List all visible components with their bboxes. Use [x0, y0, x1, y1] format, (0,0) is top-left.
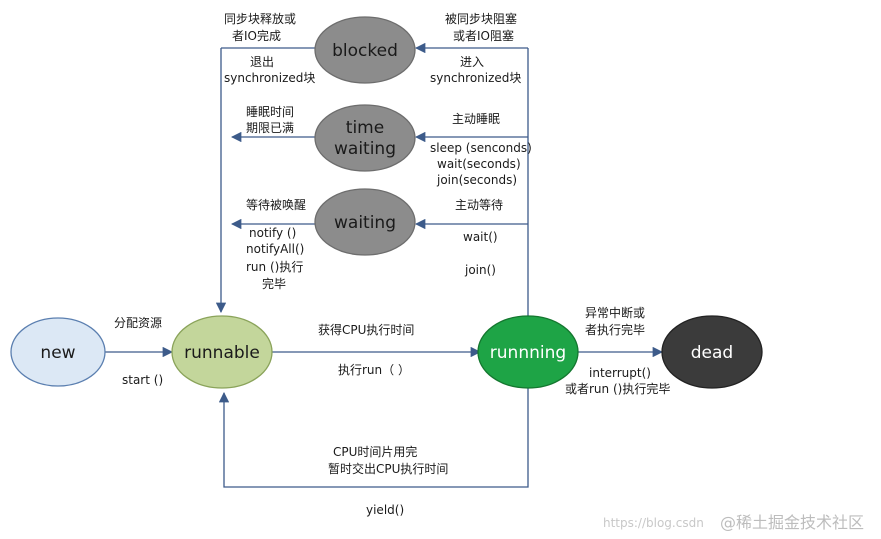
node-new: new: [10, 317, 106, 387]
label-sleep-expire-1: 睡眠时间: [246, 105, 294, 119]
edge-running-to-runnable-yield: [218, 388, 529, 488]
node-runnable-label: runnable: [184, 343, 260, 363]
label-join-plain: join(): [464, 263, 496, 277]
label-notify-all: notifyAll(): [246, 242, 304, 256]
label-active-sleep: 主动睡眠: [452, 112, 500, 126]
label-blocked-release-2: 者IO完成: [232, 28, 281, 43]
label-run-done-1: run ()执行: [246, 260, 303, 274]
label-sleep-fn: sleep (senconds): [430, 141, 532, 155]
label-alloc: 分配资源: [114, 316, 162, 330]
node-time-waiting: time waiting: [314, 104, 416, 172]
label-blocked-release-1: 同步块释放或: [224, 11, 296, 26]
node-running-label: runnning: [490, 343, 566, 363]
label-blocked-enter-1: 被同步块阻塞: [445, 11, 517, 26]
node-dead-label: dead: [691, 343, 733, 363]
label-enter-sync-1: 进入: [460, 55, 484, 69]
label-blocked-enter-2: 或者IO阻塞: [453, 28, 514, 43]
node-time-waiting-label-1: time: [346, 118, 384, 138]
label-exit-sync-1: 退出: [250, 55, 274, 69]
label-active-wait: 主动等待: [455, 198, 503, 212]
label-join-fn: join(seconds): [436, 173, 517, 187]
node-running: runnning: [477, 315, 579, 389]
label-interrupt-1: interrupt(): [589, 366, 651, 380]
node-time-waiting-label-2: waiting: [334, 139, 396, 159]
label-cpu-slice-2: 暂时交出CPU执行时间: [328, 461, 448, 476]
label-exec-run: 执行run（ ）: [338, 363, 410, 377]
node-runnable: runnable: [171, 315, 273, 389]
label-cpu-slice-1: CPU时间片用完: [333, 444, 417, 459]
node-dead: dead: [661, 315, 763, 389]
label-abnormal-1: 异常中断或: [585, 305, 645, 320]
label-notify: notify (): [249, 226, 296, 240]
label-interrupt-2: 或者run ()执行完毕: [565, 381, 670, 396]
label-yield: yield(): [366, 503, 404, 517]
label-get-cpu: 获得CPU执行时间: [318, 322, 414, 337]
label-start: start (): [122, 373, 163, 387]
label-wait-notified: 等待被唤醒: [246, 198, 306, 212]
watermark-brand: @稀土掘金技术社区: [720, 513, 864, 532]
label-wait-plain: wait(): [463, 230, 498, 244]
node-new-label: new: [40, 343, 75, 363]
node-waiting-label: waiting: [334, 213, 396, 233]
label-abnormal-2: 者执行完毕: [585, 322, 645, 337]
label-wait-fn: wait(seconds): [437, 157, 521, 171]
label-enter-sync-2: synchronized块: [430, 71, 521, 85]
label-exit-sync-2: synchronized块: [224, 71, 315, 85]
node-waiting: waiting: [314, 188, 416, 256]
node-blocked: blocked: [314, 16, 416, 84]
watermark-url: https://blog.csdn: [603, 516, 704, 530]
label-sleep-expire-2: 期限已满: [246, 121, 294, 135]
node-blocked-label: blocked: [332, 41, 398, 61]
label-run-done-2: 完毕: [262, 276, 286, 291]
